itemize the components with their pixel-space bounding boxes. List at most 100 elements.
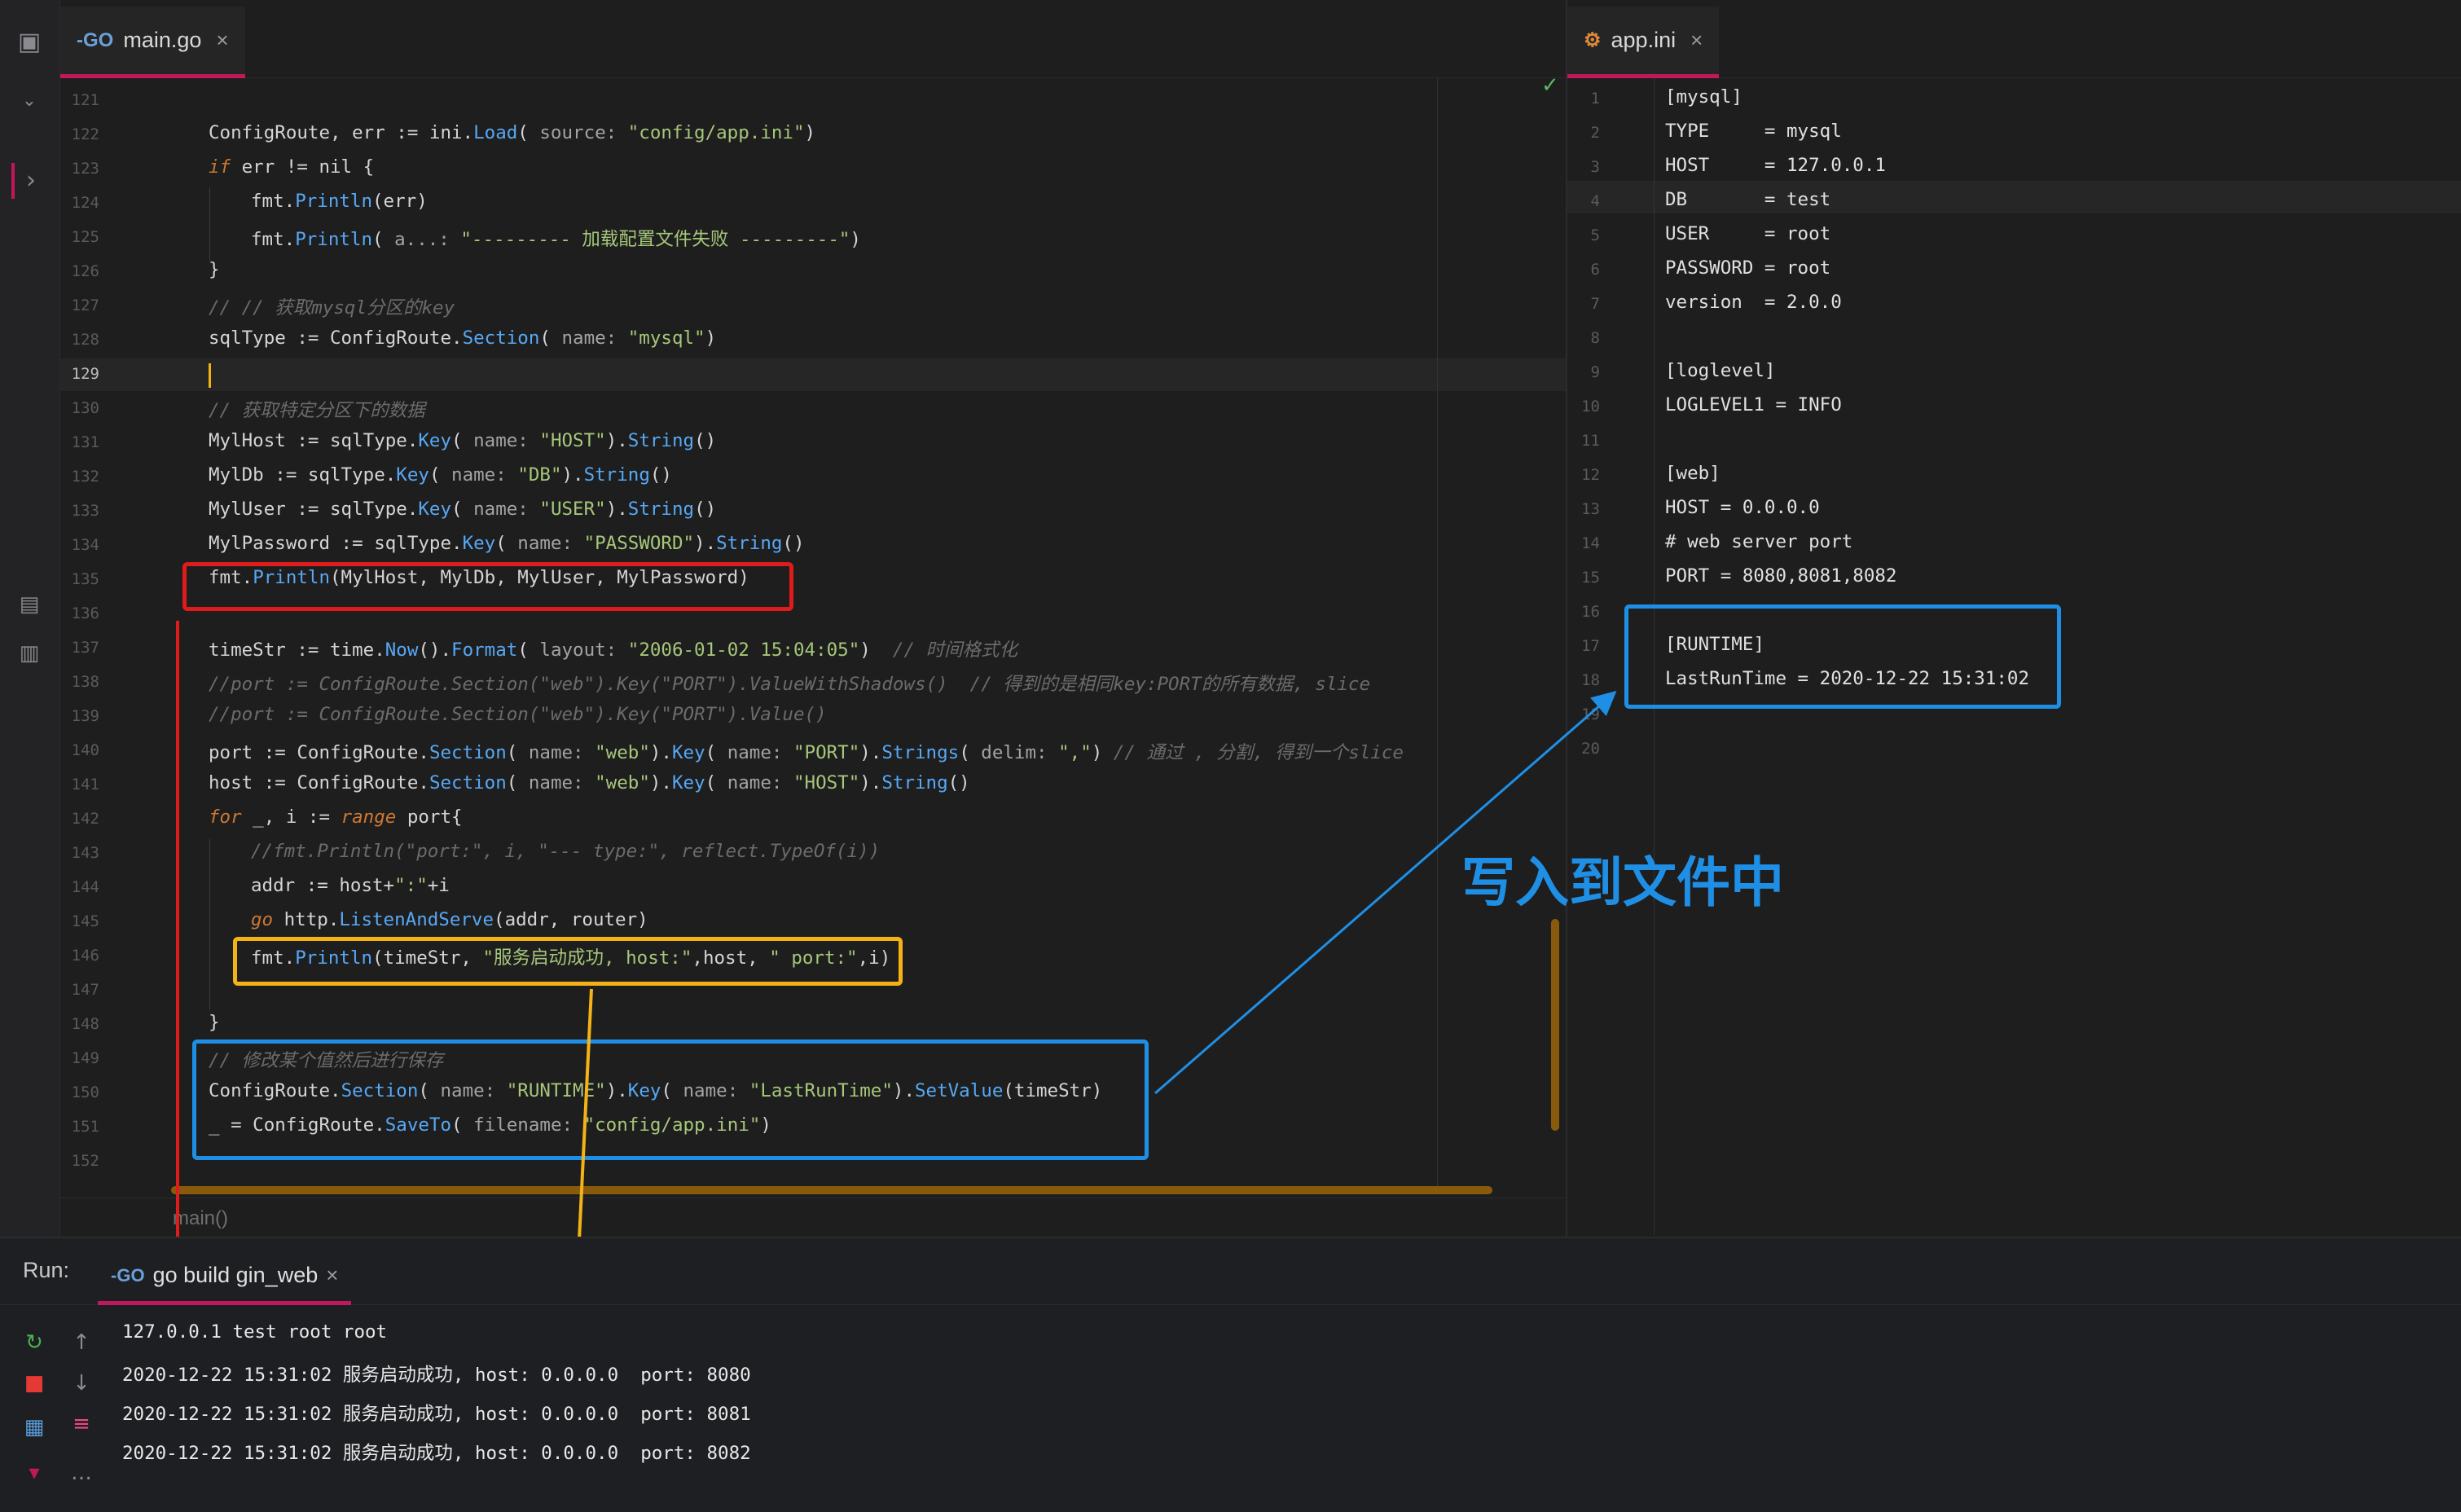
vertical-scrollbar[interactable] — [1551, 919, 1559, 1131]
line-number: 129 — [71, 365, 99, 383]
code-line-139: //port := ConfigRoute.Section("web").Key… — [209, 704, 827, 725]
current-line-highlight — [1567, 181, 2461, 213]
breadcrumb[interactable]: main() — [173, 1207, 229, 1229]
code-line-124: fmt.Println(err) — [251, 191, 428, 212]
code-line-126: } — [209, 259, 220, 280]
line-number: 147 — [71, 981, 99, 999]
tab-app-ini[interactable]: ⚙ app.ini × — [1567, 7, 1720, 78]
tab-go-build[interactable]: -GO go build gin_web × — [98, 1250, 352, 1305]
tab-main-go[interactable]: -GO main.go × — [60, 7, 245, 78]
ini-line: version = 2.0.0 — [1665, 292, 1842, 313]
line-number: 133 — [71, 502, 99, 520]
ini-line: USER = root — [1665, 223, 1831, 244]
line-number: 130 — [71, 399, 99, 417]
scroll-up-icon[interactable]: ↑ — [73, 1330, 90, 1355]
line-number: 145 — [71, 912, 99, 930]
highlight-box-ini-runtime — [1624, 604, 2061, 709]
line-number: 126 — [71, 262, 99, 280]
output-line: 2020-12-22 15:31:02 服务启动成功, host: 0.0.0.… — [122, 1443, 751, 1464]
line-number: 139 — [71, 707, 99, 725]
left-editor-tabbar: -GO main.go × — [60, 0, 1566, 78]
ini-line-number: 17 — [1581, 637, 1600, 655]
ini-line: DB = test — [1665, 189, 1831, 210]
code-line-146: fmt.Println(timeStr, "服务启动成功, host:",hos… — [251, 947, 891, 969]
tab-main-go-label: main.go — [123, 28, 202, 52]
highlight-box-startup-print — [233, 937, 903, 986]
text-cursor — [209, 363, 211, 388]
ini-line: HOST = 127.0.0.1 — [1665, 155, 1886, 176]
run-panel[interactable]: Run: -GO go build gin_web × ↻ ■ ↑ ↓ ≡ ▦ … — [0, 1237, 2461, 1512]
line-number: 134 — [71, 536, 99, 554]
code-line-123: if err != nil { — [209, 156, 375, 178]
project-folder-icon[interactable]: ▣ — [17, 28, 42, 56]
current-line-highlight — [60, 358, 1566, 391]
ini-line: LOGLEVEL1 = INFO — [1665, 394, 1842, 415]
collapse-tree-icon[interactable]: ⌄ — [21, 90, 37, 111]
line-number: 124 — [71, 194, 99, 212]
scroll-down-icon[interactable]: ↓ — [73, 1371, 90, 1396]
line-number: 146 — [71, 947, 99, 965]
indent-guide — [209, 187, 210, 261]
ini-line-number: 2 — [1590, 124, 1600, 142]
indent-guide — [209, 839, 210, 1010]
line-number: 143 — [71, 844, 99, 862]
code-line-143: //fmt.Println("port:", i, "--- type:", r… — [251, 841, 881, 862]
highlight-box-save-runtime — [192, 1040, 1149, 1160]
ini-line: # web server port — [1665, 531, 1853, 552]
line-number: 137 — [71, 639, 99, 657]
arrow-blue — [1154, 691, 1617, 1095]
line-number: 151 — [71, 1118, 99, 1136]
code-line-134: MylPassword := sqlType.Key( name: "PASSW… — [209, 533, 805, 554]
code-line-127: // // 获取mysql分区的key — [209, 297, 455, 319]
ini-line-number: 7 — [1590, 295, 1600, 313]
line-number: 122 — [71, 125, 99, 143]
code-line-131: MylHost := sqlType.Key( name: "HOST").St… — [209, 430, 717, 451]
ini-file-icon: ⚙ — [1584, 29, 1602, 51]
ini-line-number: 4 — [1590, 192, 1600, 210]
ini-line: [loglevel] — [1665, 360, 1776, 381]
file-icon[interactable]: ▥ — [19, 641, 40, 666]
layout-icon[interactable]: ▦ — [24, 1415, 45, 1439]
go-file-icon: -GO — [77, 29, 114, 51]
soft-wrap-icon[interactable]: ≡ — [73, 1412, 90, 1436]
close-icon[interactable]: × — [216, 28, 229, 52]
ini-line-number: 8 — [1590, 329, 1600, 347]
code-line-132: MylDb := sqlType.Key( name: "DB").String… — [209, 464, 672, 486]
line-number: 152 — [71, 1152, 99, 1170]
pin-icon[interactable]: ▾ — [29, 1461, 40, 1485]
more-icon[interactable]: … — [71, 1461, 92, 1485]
ini-line: PORT = 8080,8081,8082 — [1665, 565, 1897, 587]
line-number: 148 — [71, 1015, 99, 1033]
stop-icon[interactable]: ■ — [24, 1371, 45, 1396]
run-tab-label: go build gin_web — [152, 1263, 319, 1287]
line-number: 138 — [71, 673, 99, 691]
tab-app-ini-label: app.ini — [1611, 28, 1677, 52]
ini-line-number: 16 — [1581, 603, 1600, 621]
ini-line: LastRunTime = 2020-12-22 15:31:02 — [1665, 668, 2030, 689]
ini-line-number: 5 — [1590, 226, 1600, 244]
bookmark-icon[interactable]: ▤ — [19, 592, 40, 617]
code-line-135: fmt.Println(MylHost, MylDb, MylUser, Myl… — [209, 567, 749, 588]
horizontal-scrollbar[interactable] — [171, 1186, 1492, 1194]
line-number: 150 — [71, 1083, 99, 1101]
rerun-icon[interactable]: ↻ — [25, 1330, 43, 1355]
code-line-145: go http.ListenAndServe(addr, router) — [251, 909, 648, 930]
code-line-150: ConfigRoute.Section( name: "RUNTIME").Ke… — [209, 1080, 1103, 1101]
ini-line-number: 1 — [1590, 90, 1600, 108]
line-number: 128 — [71, 331, 99, 349]
ini-line-number: 9 — [1590, 363, 1600, 381]
line-number: 141 — [71, 776, 99, 793]
code-line-122: ConfigRoute, err := ini.Load( source: "c… — [209, 122, 816, 143]
line-number: 132 — [71, 468, 99, 486]
ini-line: HOST = 0.0.0.0 — [1665, 497, 1820, 518]
close-icon[interactable]: × — [326, 1263, 339, 1287]
highlight-box-println — [182, 562, 793, 611]
structure-marker-icon[interactable]: › — [11, 163, 47, 199]
close-icon[interactable]: × — [1690, 28, 1703, 52]
no-problems-check-icon: ✓ — [1541, 73, 1559, 98]
code-line-144: addr := host+":"+i — [251, 875, 450, 896]
code-line-133: MylUser := sqlType.Key( name: "USER").St… — [209, 499, 717, 520]
ini-line: PASSWORD = root — [1665, 257, 1831, 279]
